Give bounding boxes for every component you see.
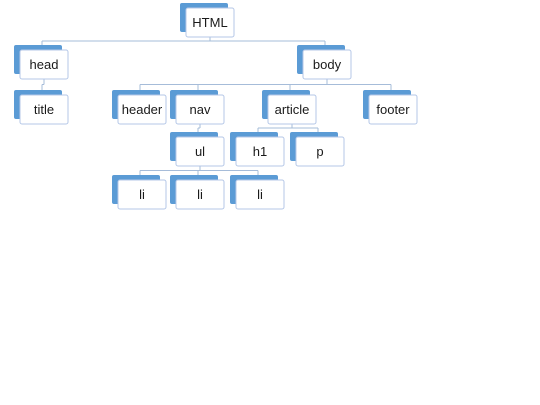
node-label: ul [195, 144, 205, 159]
node-label: footer [376, 102, 410, 117]
node-li3: li [230, 175, 285, 210]
node-box [175, 94, 225, 125]
node-box [175, 179, 225, 210]
node-box [267, 94, 317, 125]
node-li2: li [170, 175, 225, 210]
node-label: header [122, 102, 163, 117]
edge-nav [197, 124, 201, 132]
node-box [117, 94, 167, 125]
node-h1: h1 [230, 132, 285, 167]
tree-edges [41, 37, 392, 175]
node-box [19, 94, 69, 125]
node-box [19, 49, 69, 80]
node-label: h1 [253, 144, 267, 159]
node-ul: ul [170, 132, 225, 167]
node-label: nav [190, 102, 211, 117]
node-li1: li [112, 175, 167, 210]
node-box [175, 136, 225, 167]
edge-html [41, 37, 326, 45]
node-head: head [14, 45, 69, 80]
node-box [117, 179, 167, 210]
node-footer: footer [363, 90, 418, 125]
node-label: HTML [192, 15, 227, 30]
node-label: body [313, 57, 342, 72]
node-label: title [34, 102, 54, 117]
node-label: article [275, 102, 310, 117]
node-box [368, 94, 418, 125]
edge-article [257, 124, 319, 132]
node-header: header [112, 90, 167, 125]
node-label: li [257, 187, 263, 202]
edge-ul [139, 166, 259, 175]
node-box [235, 136, 285, 167]
node-nav: nav [170, 90, 225, 125]
edge-body [139, 79, 392, 90]
node-label: head [30, 57, 59, 72]
node-title: title [14, 90, 69, 125]
node-label: li [197, 187, 203, 202]
node-label: p [316, 144, 323, 159]
node-article: article [262, 90, 317, 125]
tree-nodes: HTML head body title header nav article footer u… [14, 3, 418, 210]
node-box [235, 179, 285, 210]
node-html: HTML [180, 3, 235, 38]
node-label: li [139, 187, 145, 202]
node-p: p [290, 132, 345, 167]
node-box [302, 49, 352, 80]
node-body: body [297, 45, 352, 80]
node-box [185, 7, 235, 38]
node-box [295, 136, 345, 167]
edge-head [41, 79, 45, 90]
